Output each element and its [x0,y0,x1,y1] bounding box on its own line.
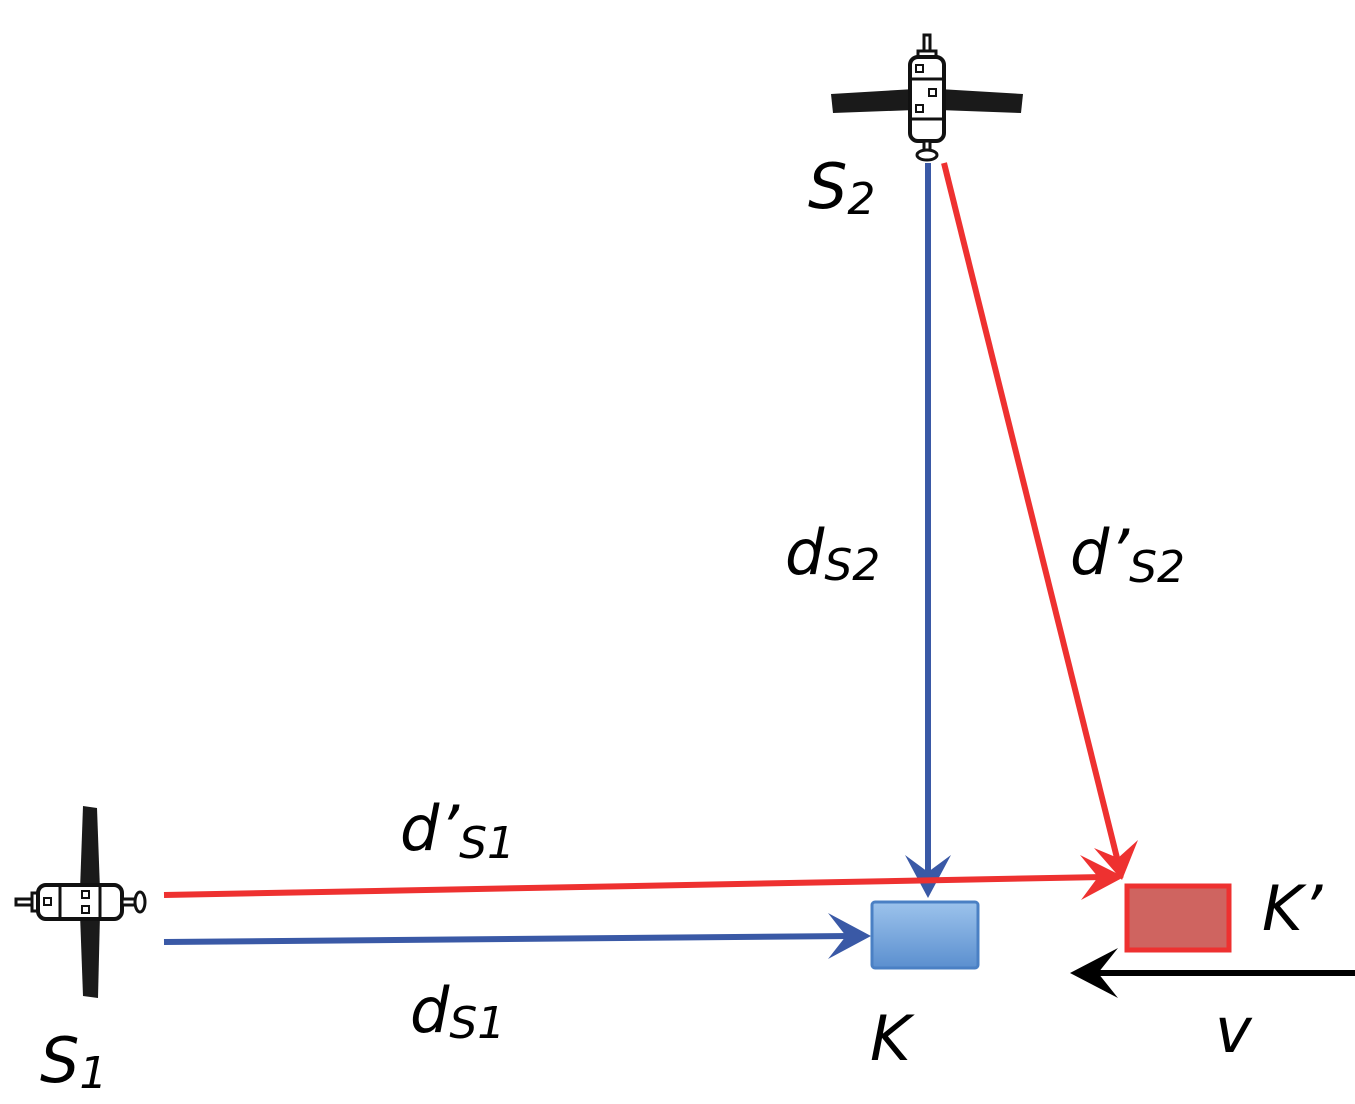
station-k-prime [1124,883,1232,953]
label-s1: S1 [40,1024,107,1099]
label-d-s1: dS1 [410,974,505,1049]
path-d-s1 [163,913,871,959]
label-s2: S2 [808,150,875,225]
velocity-arrow-icon [1070,948,1355,998]
label-d-prime-s2: d’S2 [1070,516,1185,593]
label-velocity: v [1215,994,1253,1067]
arrowhead-d-prime-s2 [1094,840,1138,880]
satellite-s1-icon [14,806,147,998]
arrowhead-d-prime-s1 [1080,855,1124,900]
label-d-prime-s1: d’S1 [400,792,515,869]
satellite-s2-icon [831,33,1023,162]
station-k [870,900,980,970]
label-d-s2: dS2 [785,516,880,591]
path-d-s2 [905,163,951,898]
label-k: K [870,1002,915,1075]
label-k-prime: K’ [1262,872,1324,945]
arrowhead-d-s2 [905,855,951,898]
path-d-prime-s2 [941,162,1138,880]
arrowhead-d-s1 [828,913,871,959]
path-d-prime-s1 [163,855,1124,900]
